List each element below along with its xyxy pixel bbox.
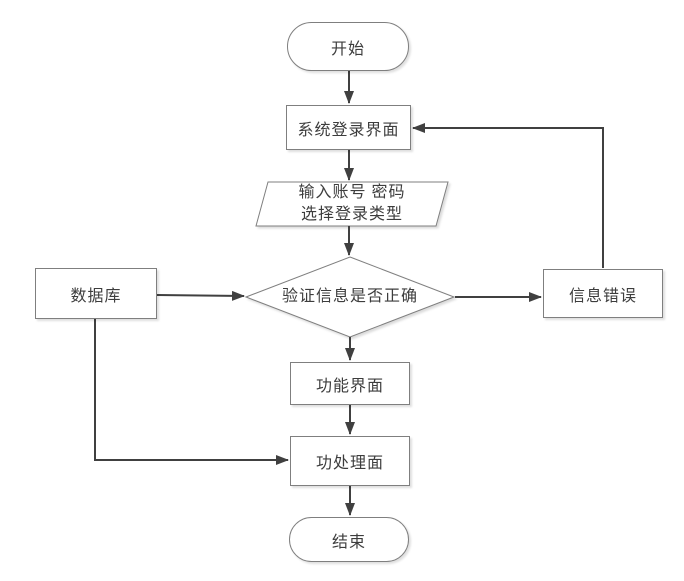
start-label: 开始: [330, 40, 365, 58]
input-label-line1: 输入账号 密码: [298, 184, 406, 201]
process-label: 功处理面: [315, 455, 384, 472]
input-parallelogram-shape: [255, 181, 449, 227]
login-label: 系统登录界面: [297, 121, 400, 139]
function-node: 功能界面: [290, 362, 410, 405]
end-node: 结束: [289, 517, 409, 562]
database-label: 数据库: [70, 287, 122, 305]
arrow-error-to-login: [412, 123, 604, 268]
start-node: 开始: [287, 22, 409, 71]
end-label: 结束: [331, 533, 366, 551]
input-label-line2: 选择登录类型: [300, 206, 403, 223]
arrow-database-to-verify: [156, 290, 245, 301]
verify-node: 验证信息是否正确: [246, 257, 454, 337]
process-node: 功处理面: [290, 436, 410, 486]
arrow-database-to-process: [94, 319, 289, 465]
input-node: 输入账号 密码 选择登录类型: [256, 182, 448, 226]
error-node: 信息错误: [543, 269, 663, 318]
verify-label: 验证信息是否正确: [281, 288, 418, 305]
database-node: 数据库: [35, 268, 157, 319]
function-label: 功能界面: [315, 377, 384, 395]
error-label: 信息错误: [568, 287, 637, 305]
login-node: 系统登录界面: [286, 105, 411, 150]
